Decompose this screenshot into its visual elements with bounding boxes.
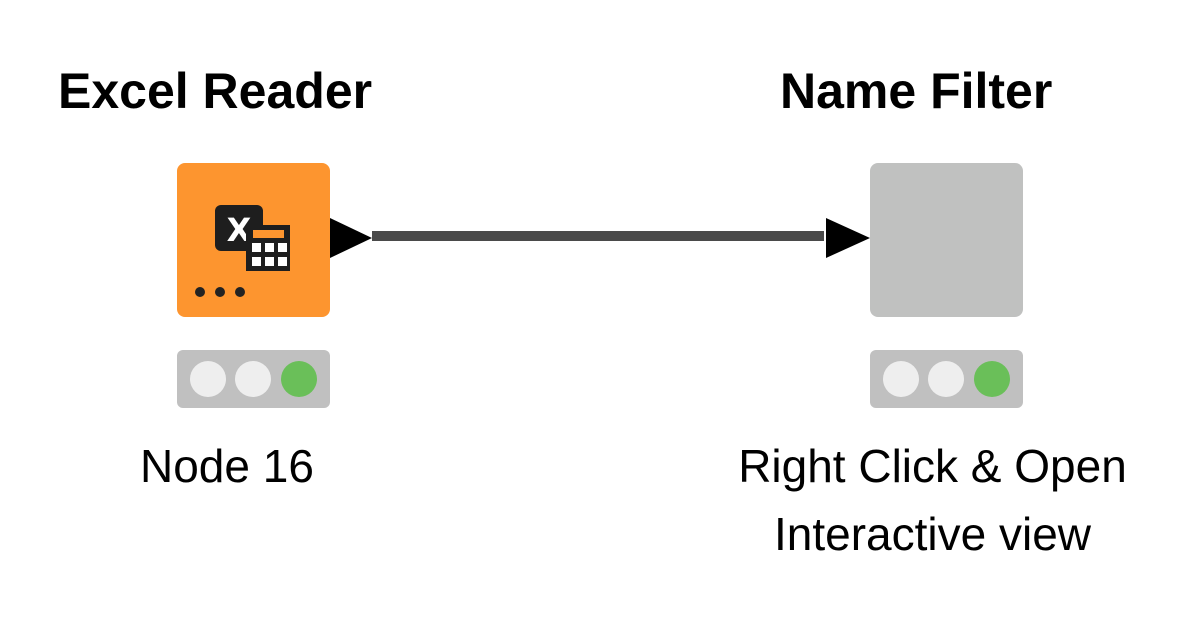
node-label-excel-reader[interactable]: Node 16 — [140, 440, 314, 492]
output-port-icon[interactable] — [330, 216, 374, 260]
status-light-green — [974, 361, 1010, 397]
status-light-off — [190, 361, 226, 397]
node-title-excel-reader: Excel Reader — [58, 63, 373, 119]
node-label-line: Interactive view — [773, 508, 1091, 560]
node-title-name-filter: Name Filter — [780, 63, 1053, 119]
status-light-off — [928, 361, 964, 397]
excel-table-icon: X — [215, 205, 290, 271]
status-lights-name-filter — [870, 350, 1023, 408]
node-label-line: Right Click & Open — [738, 440, 1127, 492]
name-filter-node[interactable] — [870, 163, 1023, 317]
input-port-icon[interactable] — [826, 216, 870, 260]
status-light-off — [883, 361, 919, 397]
more-dots-icon[interactable] — [193, 285, 253, 299]
connection-line[interactable] — [372, 231, 824, 241]
status-light-off — [235, 361, 271, 397]
node-label-name-filter[interactable]: Right Click & Open Interactive view — [695, 432, 1170, 568]
excel-reader-node[interactable]: X — [177, 163, 330, 317]
status-lights-excel-reader — [177, 350, 330, 408]
status-light-green — [281, 361, 317, 397]
